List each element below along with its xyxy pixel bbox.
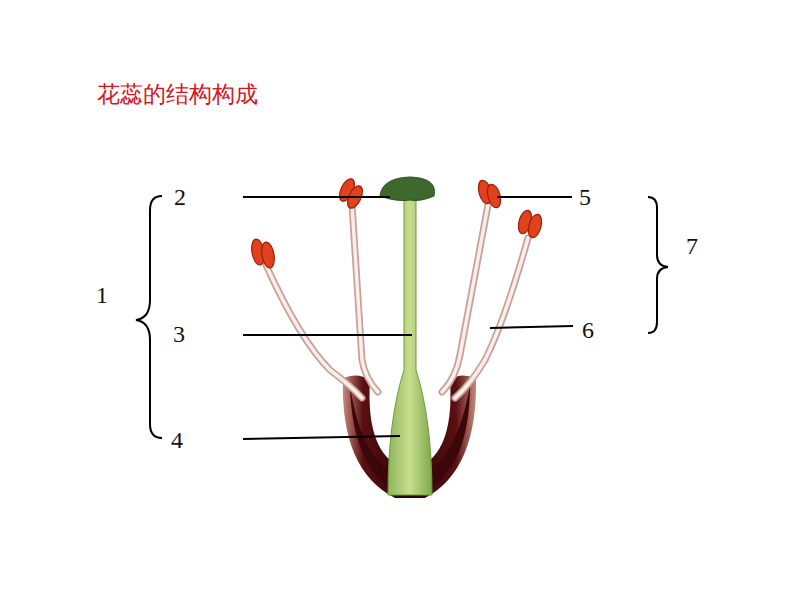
callout-number: 1: [96, 283, 108, 307]
anthers: [250, 177, 544, 269]
left-brace: [136, 196, 162, 438]
callout-number: 4: [171, 428, 183, 452]
pistil: [388, 198, 432, 495]
right-brace: [648, 197, 668, 333]
callout-number: 5: [579, 185, 591, 209]
callout-number: 6: [582, 318, 594, 342]
callout-number: 3: [173, 322, 185, 346]
title: 花蕊的结构构成: [97, 83, 258, 106]
filaments: [266, 205, 528, 398]
callout-number: 2: [174, 185, 186, 209]
leader-lines: [243, 197, 573, 439]
callout-number: 7: [686, 234, 698, 258]
